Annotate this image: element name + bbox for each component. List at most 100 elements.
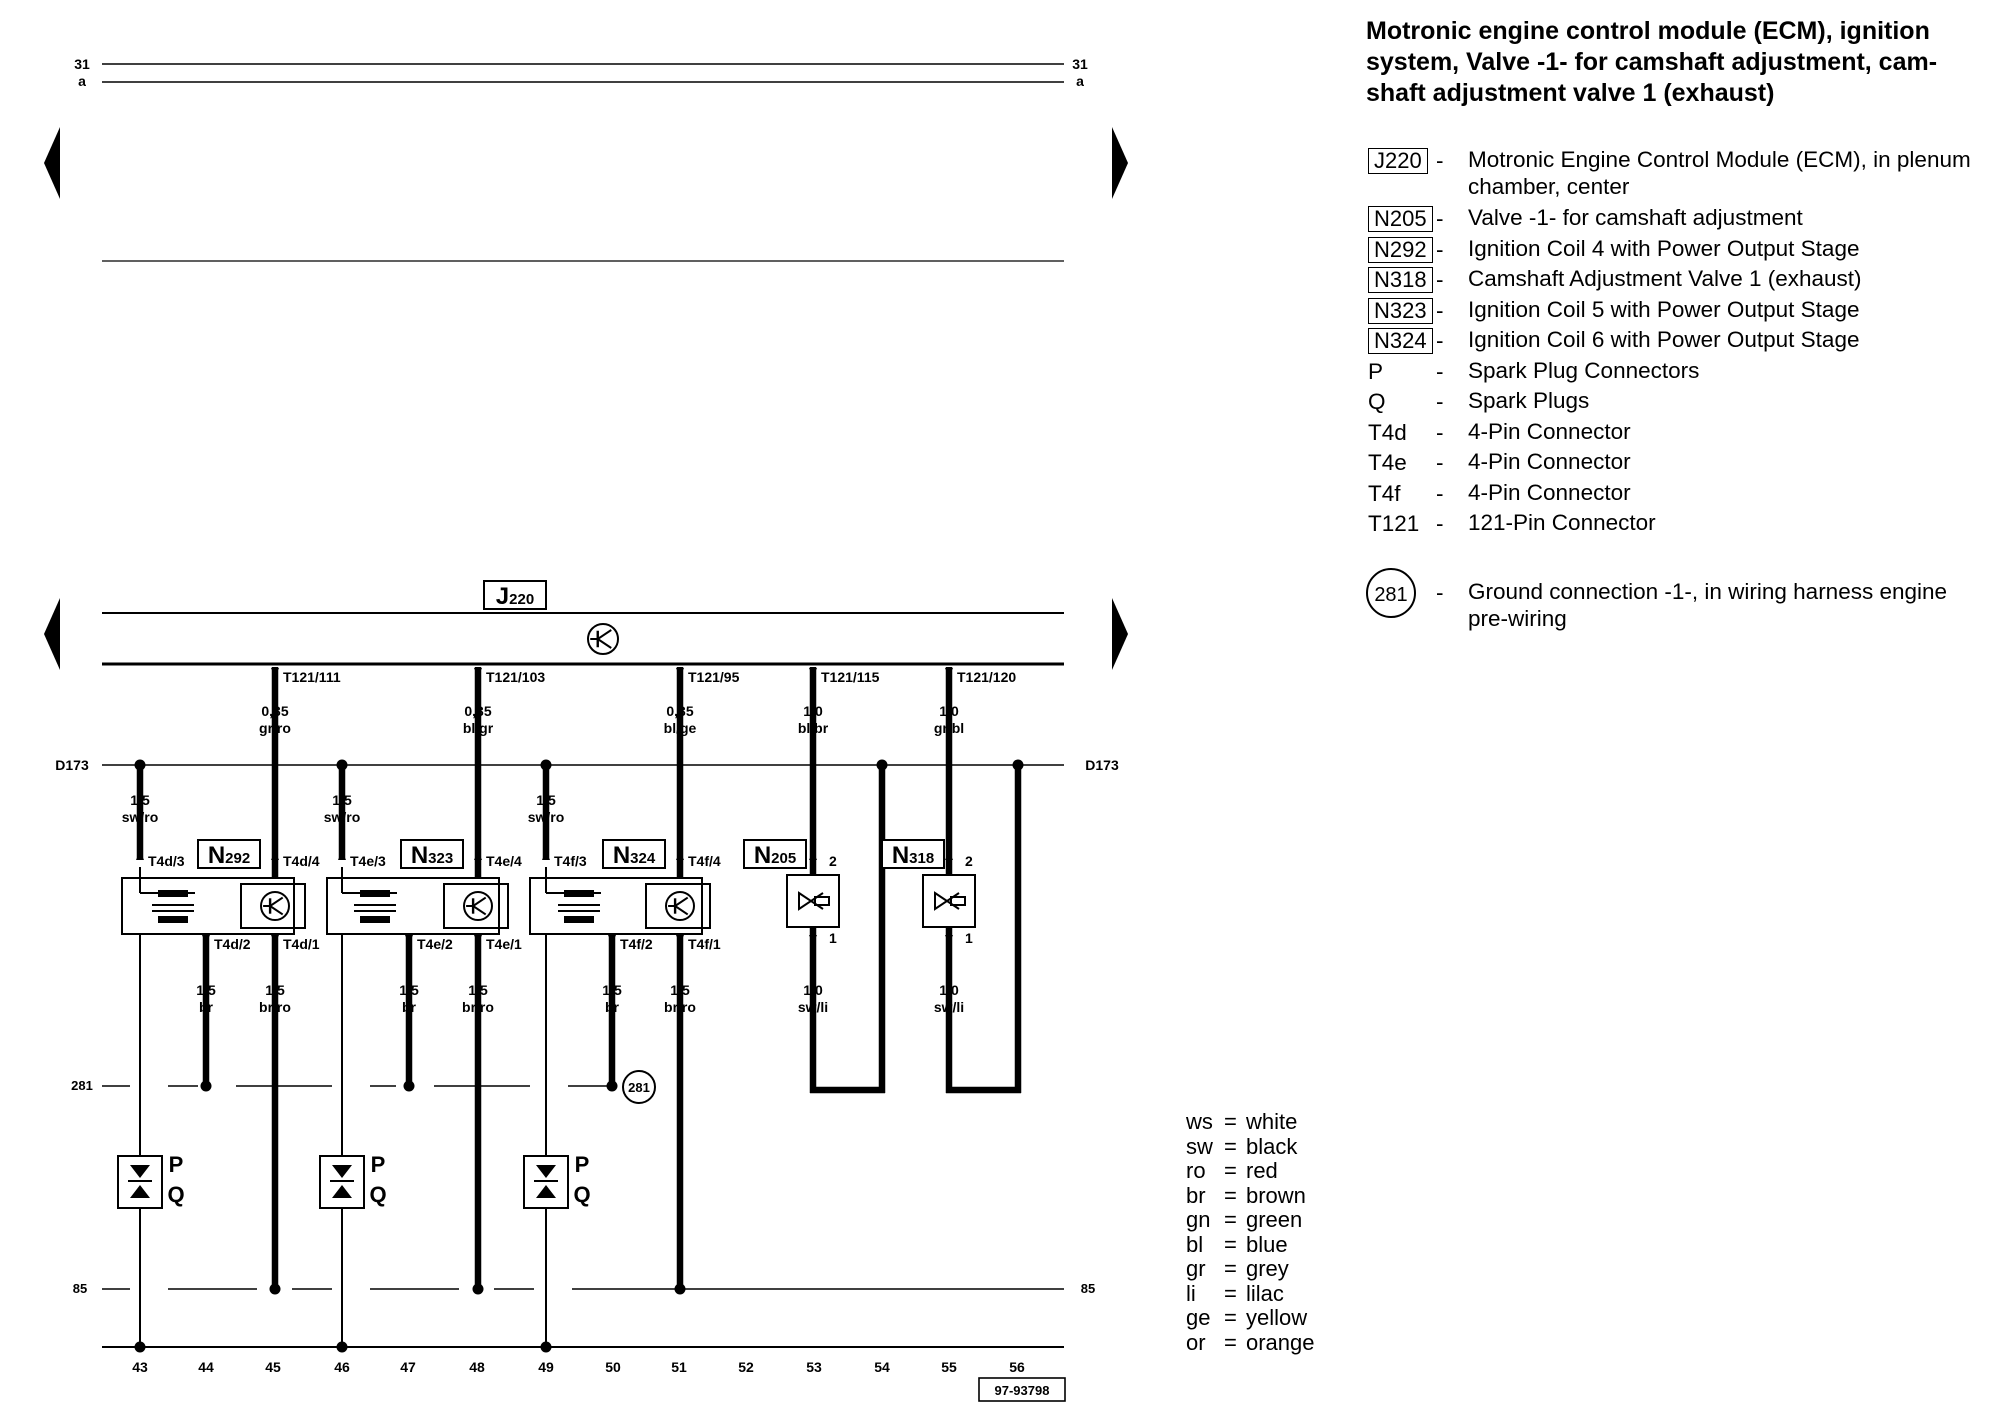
- junction-dot: [674, 1283, 686, 1295]
- legend-text: Spark Plug Connectors: [1468, 357, 1700, 383]
- color-key-row: ge = yellow: [1186, 1305, 1315, 1331]
- wire-color-key: ws=white sw=black ro=red br=brown gn=gre…: [1186, 1109, 1315, 1355]
- color-key-row: sw=black: [1186, 1133, 1315, 1160]
- valve-pin-label: 2: [965, 853, 973, 869]
- wire-color-label: br/ro: [462, 999, 494, 1015]
- color-abbr: ge: [1186, 1305, 1211, 1330]
- color-key-row: li=lilac: [1186, 1281, 1315, 1307]
- ground-281-label: 281: [628, 1080, 650, 1095]
- equals-sign: =: [1224, 1182, 1237, 1208]
- transistor-collector: [472, 896, 487, 907]
- wire-size-label: 1,5: [265, 982, 285, 998]
- wire-size-label: 1,0: [939, 703, 959, 719]
- color-key-row: ws=white: [1186, 1109, 1315, 1135]
- coil-component-label: N323: [400, 839, 464, 869]
- junction-dot: [876, 759, 888, 771]
- wire-color-label: sw/li: [934, 999, 964, 1015]
- legend-dash: -: [1436, 267, 1444, 292]
- valve-solenoid-icon: [814, 896, 830, 906]
- transistor-circle: [260, 891, 290, 921]
- wire-size-label: 1,0: [803, 703, 823, 719]
- valve-housing: [922, 874, 976, 928]
- equals-sign: =: [1224, 1329, 1237, 1355]
- legend-dash: -: [1436, 358, 1444, 384]
- pin-arrow-icon: [474, 668, 482, 677]
- pin-arrow-icon: [676, 668, 684, 677]
- column-number: 49: [538, 1359, 554, 1375]
- legend-dash: -: [1436, 450, 1444, 475]
- coil-pin-label: T4d/3: [148, 853, 185, 869]
- rail-281-label: 281: [71, 1078, 93, 1093]
- column-number: 54: [874, 1359, 890, 1375]
- wire-size-label: 1,5: [602, 982, 622, 998]
- legend-code: P: [1368, 358, 1384, 384]
- legend-text: Ground connection -1-, in wiring harness…: [1468, 578, 1948, 631]
- junction-dot: [403, 1080, 415, 1092]
- rail-85-label-right: 85: [1081, 1281, 1095, 1296]
- junction-dot: [606, 1080, 618, 1092]
- pin-arrow-icon: [474, 851, 482, 860]
- transistor-collector: [674, 896, 689, 907]
- coil-pin-label: T4f/1: [688, 936, 721, 952]
- component-code: J220: [496, 583, 534, 610]
- column-number: 43: [132, 1359, 148, 1375]
- spark-plug-arrow-icon: [536, 1185, 556, 1198]
- legend-row-n323: N323 - Ignition Coil 5 with Power Output…: [1368, 296, 1988, 327]
- ecm-transistor-icon: [587, 623, 619, 655]
- legend-row-n324: N324 - Ignition Coil 6 with Power Output…: [1368, 326, 1988, 357]
- legend-text: Valve -1- for camshaft adjustment: [1468, 205, 1803, 230]
- transistor-emitter: [472, 905, 487, 916]
- rail-31-label-left: 31: [74, 56, 90, 72]
- ecm-pin-label: T121/95: [688, 669, 740, 685]
- coil-core-bar: [564, 890, 594, 897]
- coil-core-bar: [564, 916, 594, 923]
- component-code: N323: [411, 842, 453, 869]
- legend-dash: -: [1436, 480, 1444, 506]
- valve-pin-label: 1: [965, 930, 973, 946]
- wire-size-label: 1,0: [939, 982, 959, 998]
- pin-arrow-icon: [809, 851, 817, 860]
- legend-dash: -: [1436, 511, 1444, 536]
- page-left-arrow-icon: [44, 598, 60, 670]
- color-abbr: ro: [1186, 1158, 1206, 1183]
- color-abbr: bl: [1186, 1231, 1204, 1257]
- legend-text: Spark Plugs: [1468, 388, 1590, 413]
- coil-pin-label: T4f/3: [554, 853, 587, 869]
- transistor-circle: [463, 891, 493, 921]
- coil-component-label: N324: [602, 839, 666, 869]
- coil-core-bar: [158, 916, 188, 923]
- wire-size-label: 0,35: [261, 703, 288, 719]
- valve-pin-label: 2: [829, 853, 837, 869]
- component-code: N318: [892, 842, 934, 869]
- component-box: [483, 580, 547, 610]
- wire-size-label: 1,5: [468, 982, 488, 998]
- rail-d173-label-right: D173: [1085, 757, 1119, 773]
- pin-arrow-icon: [676, 851, 684, 860]
- legend-row-j220: J220 - Motronic Engine Control Module (E…: [1368, 146, 1988, 204]
- coil-stage-box: [443, 883, 509, 929]
- wire-color-label: bl/ge: [664, 720, 697, 736]
- color-abbr: or: [1186, 1329, 1206, 1355]
- column-number: 50: [605, 1359, 621, 1375]
- column-number: 52: [738, 1359, 754, 1375]
- transistor-emitter: [674, 905, 689, 916]
- color-abbr: gn: [1186, 1207, 1211, 1232]
- color-name: black: [1246, 1133, 1298, 1159]
- equals-sign: =: [1224, 1109, 1237, 1134]
- legend-code: N205: [1368, 206, 1433, 232]
- coil-core-bar: [360, 916, 390, 923]
- color-name: yellow: [1246, 1305, 1308, 1330]
- wire-size-label: 1,5: [332, 792, 352, 808]
- page-right-arrow-icon: [1112, 598, 1128, 670]
- spark-plug-label: Q: [573, 1182, 590, 1207]
- color-key-row: gr=grey: [1186, 1256, 1315, 1282]
- transistor-collector: [597, 629, 612, 640]
- legend-code: J220: [1368, 148, 1428, 174]
- legend-dash: -: [1436, 206, 1444, 231]
- column-number: 46: [334, 1359, 350, 1375]
- legend-text: 4-Pin Connector: [1468, 479, 1631, 505]
- color-name: green: [1246, 1207, 1303, 1232]
- equals-sign: =: [1224, 1305, 1237, 1330]
- wire-color-label: bl/br: [798, 720, 829, 736]
